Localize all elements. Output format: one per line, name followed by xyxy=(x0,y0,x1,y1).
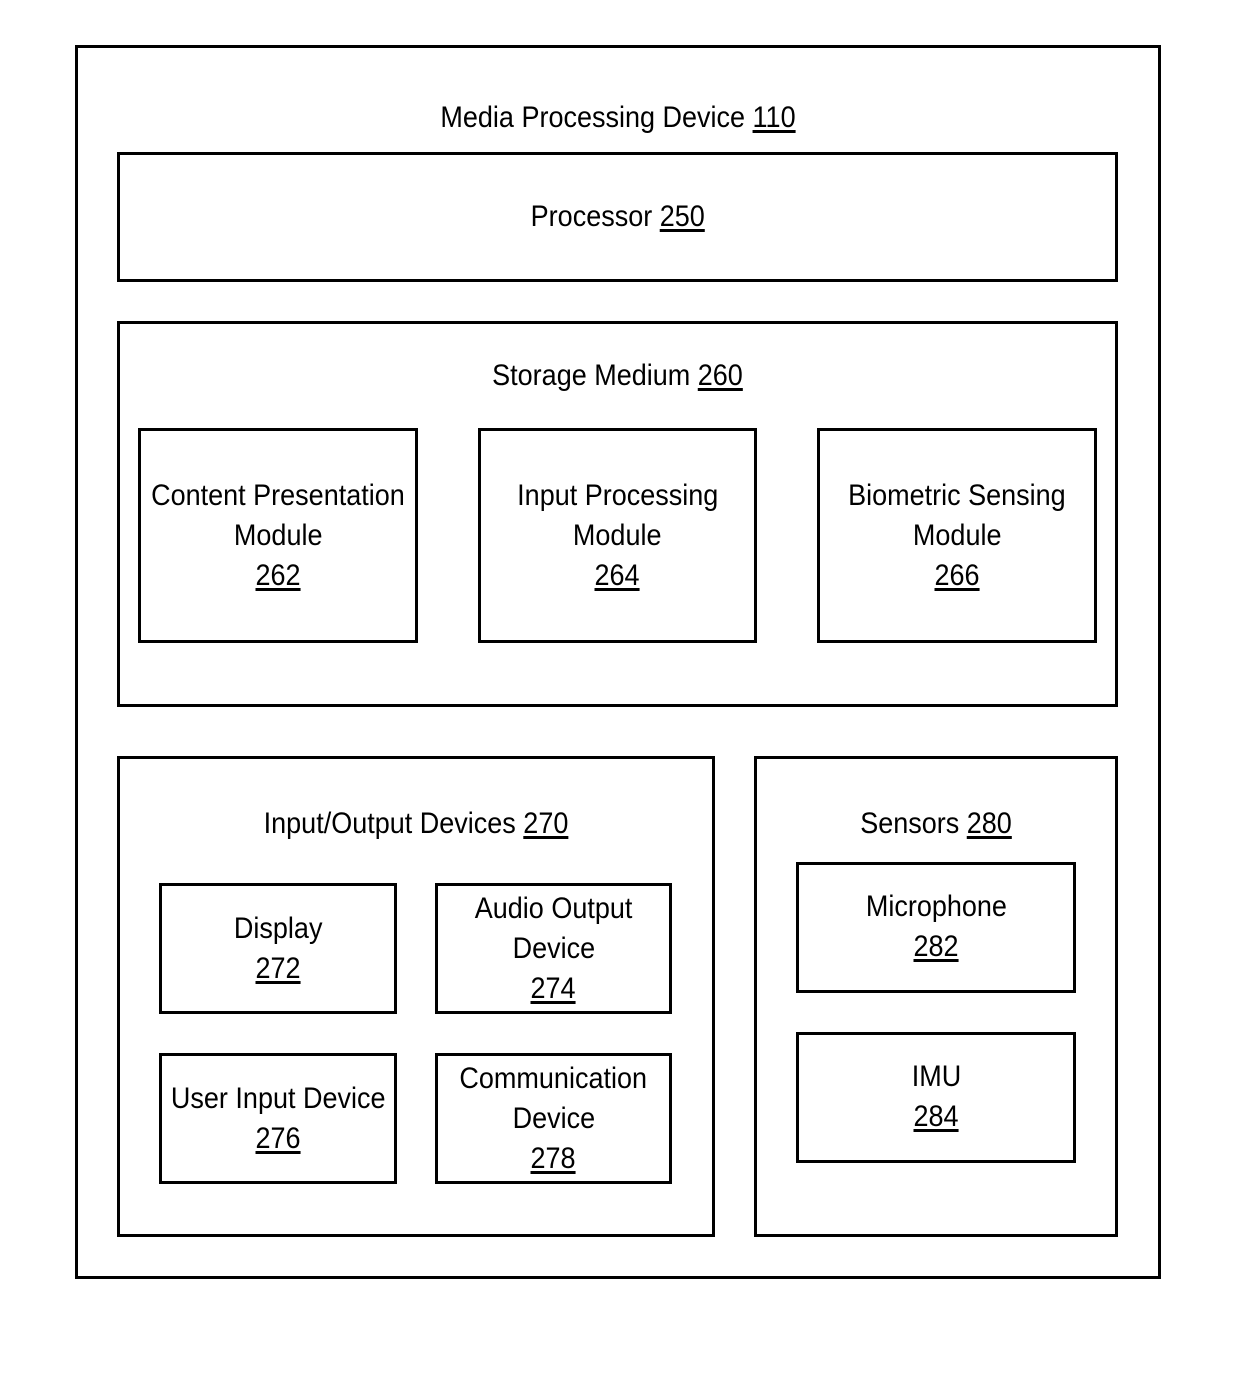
biometric-sensing-module-box: Biometric Sensing Module 266 xyxy=(817,428,1097,643)
display-ref: 272 xyxy=(255,949,300,989)
storage-medium-title: Storage Medium 260 xyxy=(170,356,1066,396)
user-input-device-box: User Input Device 276 xyxy=(159,1053,397,1184)
processor-ref: 250 xyxy=(659,200,704,233)
microphone-box: Microphone 282 xyxy=(796,862,1076,993)
module-ref: 264 xyxy=(595,556,640,596)
display-box: Display 272 xyxy=(159,883,397,1014)
module-line2: Module xyxy=(234,516,323,556)
sensors-title: Sensors 280 xyxy=(775,804,1097,844)
communication-ref: 278 xyxy=(531,1139,576,1179)
communication-line1: Communication xyxy=(460,1059,648,1099)
sensors-label: Sensors xyxy=(860,807,959,840)
io-label: Input/Output Devices xyxy=(264,807,516,840)
storage-label: Storage Medium xyxy=(492,359,690,392)
storage-ref: 260 xyxy=(698,359,743,392)
io-devices-title: Input/Output Devices 270 xyxy=(150,804,683,844)
module-line2: Module xyxy=(573,516,662,556)
media-processing-device-title: Media Processing Device 110 xyxy=(132,98,1104,138)
imu-label: IMU xyxy=(911,1057,961,1097)
imu-ref: 284 xyxy=(913,1097,958,1137)
module-ref: 262 xyxy=(255,556,300,596)
display-label: Display xyxy=(234,909,323,949)
content-presentation-module-box: Content Presentation Module 262 xyxy=(138,428,418,643)
audio-output-device-box: Audio Output Device 274 xyxy=(435,883,672,1014)
input-processing-module-box: Input Processing Module 264 xyxy=(478,428,757,643)
user-input-label: User Input Device xyxy=(171,1079,386,1119)
imu-box: IMU 284 xyxy=(796,1032,1076,1163)
module-ref: 266 xyxy=(934,556,979,596)
communication-line2: Device xyxy=(512,1099,595,1139)
audio-line1: Audio Output xyxy=(475,889,633,929)
microphone-label: Microphone xyxy=(865,887,1006,927)
processor-box: Processor 250 xyxy=(117,152,1118,282)
processor-title: Processor 250 xyxy=(530,197,704,237)
module-line2: Module xyxy=(913,516,1002,556)
processor-label: Processor xyxy=(530,200,652,233)
device-label: Media Processing Device xyxy=(440,101,745,134)
device-ref: 110 xyxy=(753,101,796,134)
module-line1: Content Presentation xyxy=(151,476,405,516)
io-ref: 270 xyxy=(523,807,568,840)
microphone-ref: 282 xyxy=(913,927,958,967)
audio-line2: Device xyxy=(512,929,595,969)
user-input-ref: 276 xyxy=(255,1119,300,1159)
module-line1: Biometric Sensing xyxy=(848,476,1066,516)
sensors-box: Sensors 280 xyxy=(754,756,1118,1237)
communication-device-box: Communication Device 278 xyxy=(435,1053,672,1184)
sensors-ref: 280 xyxy=(967,807,1012,840)
audio-ref: 274 xyxy=(531,969,576,1009)
module-line1: Input Processing xyxy=(517,476,718,516)
